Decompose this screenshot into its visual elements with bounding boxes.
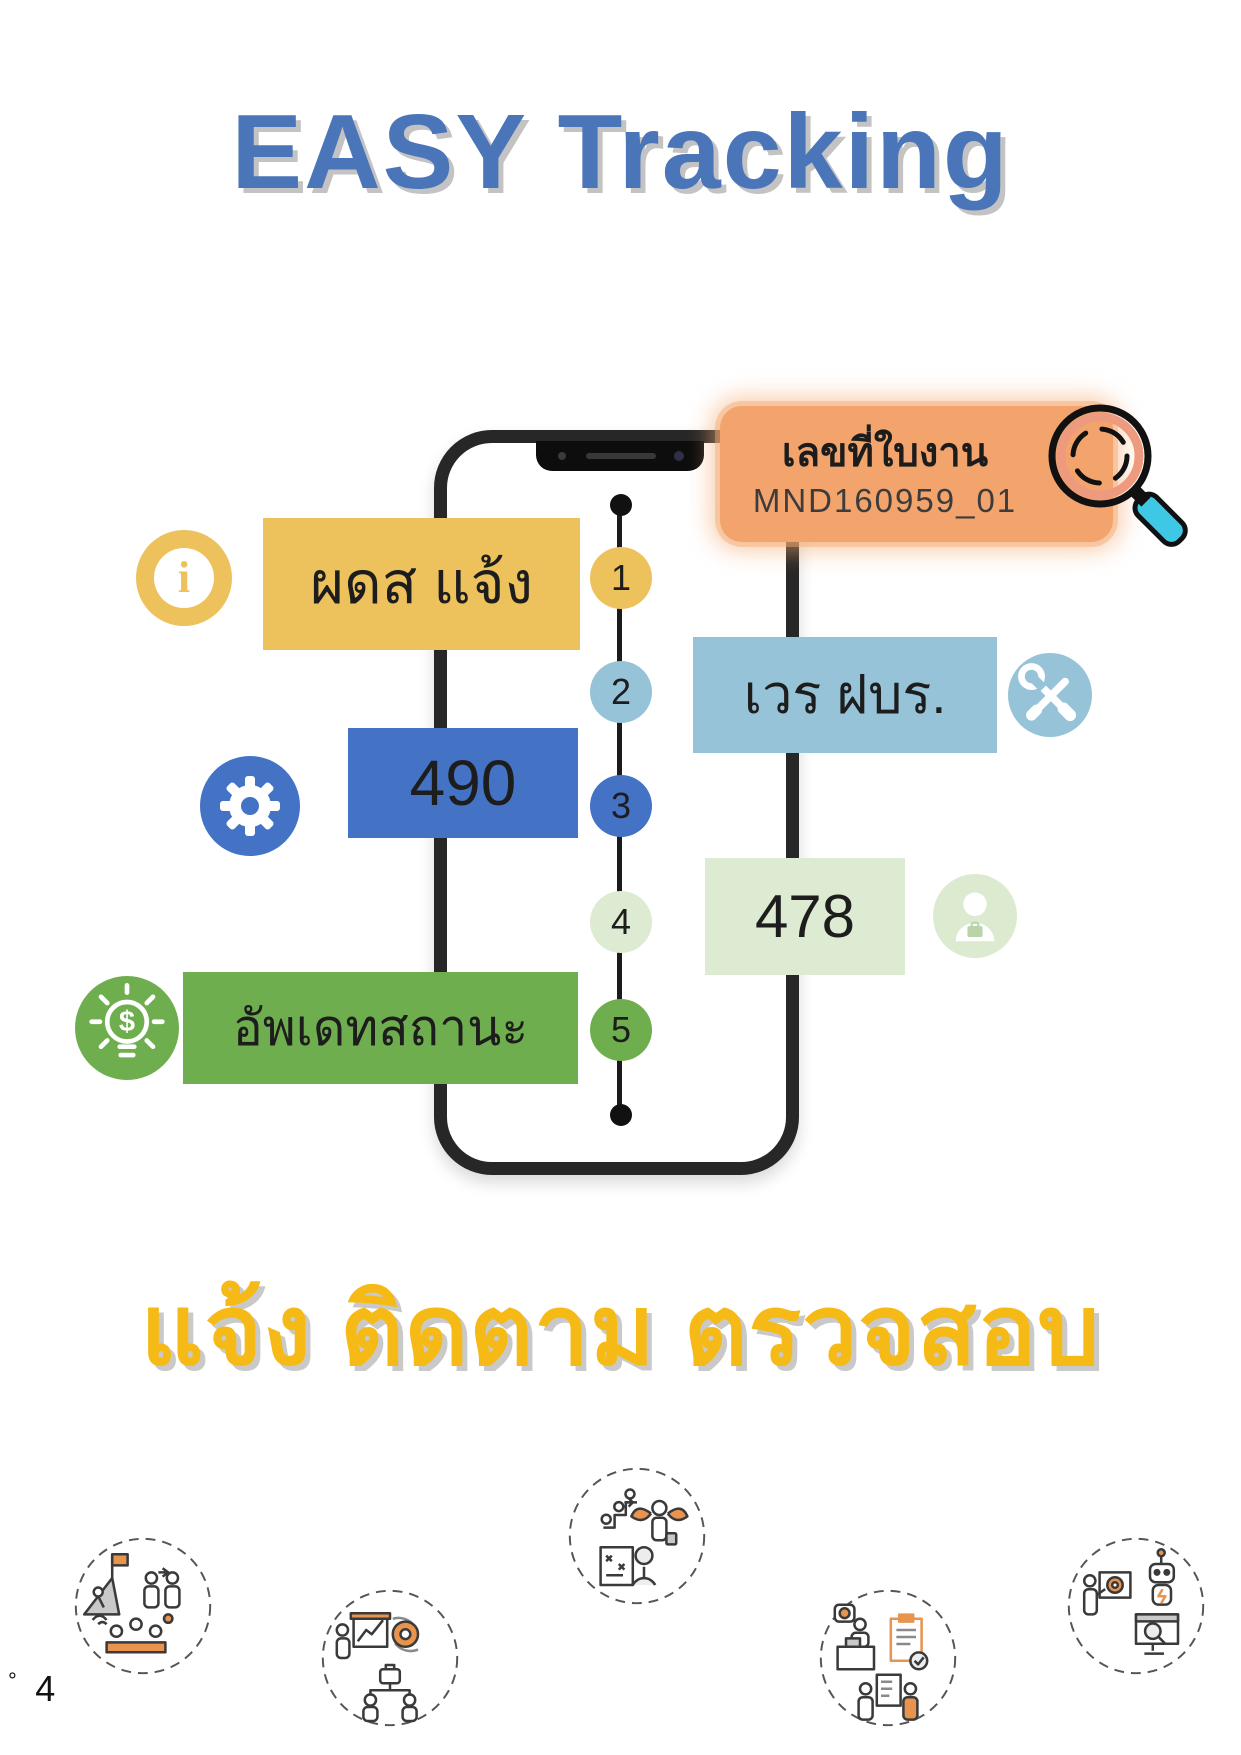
info-icon-glyph: i [177, 553, 191, 602]
automation-robot-icon [1067, 1537, 1205, 1675]
svg-text:$: $ [119, 1006, 135, 1038]
step-circle-1: 1 [590, 547, 652, 609]
job-number-value: MND160959_01 [752, 482, 1018, 519]
step-circle-3: 3 [590, 775, 652, 837]
step-circle-2: 2 [590, 661, 652, 723]
step-box-478: 478 [705, 858, 905, 975]
step-number-3: 3 [610, 785, 632, 826]
gear-icon [200, 756, 300, 856]
notch-sensor-dot [558, 452, 566, 460]
timeline-end-dot [610, 1104, 632, 1126]
magnifier-icon [1048, 404, 1188, 547]
person-icon [933, 874, 1017, 958]
step-box-report: ผดส แจ้ง [263, 518, 580, 650]
step-label-1: ผดส แจ้ง [310, 551, 533, 616]
page-number: 4 [35, 1668, 56, 1709]
job-number-label: เลขที่ใบงาน [781, 431, 989, 475]
notch-speaker [586, 453, 656, 459]
footer-bullet: ° [8, 1668, 17, 1693]
teamwork-goal-icon [74, 1537, 212, 1675]
info-icon: i [136, 530, 232, 626]
task-review-icon [819, 1589, 957, 1727]
step-label-2: เวร ฝบร. [743, 665, 947, 725]
timeline-start-dot [610, 494, 632, 516]
presentation-process-icon [321, 1589, 459, 1727]
step-label-5: อัพเดทสถานะ [232, 1000, 529, 1056]
notch-camera-dot [674, 451, 684, 461]
job-number-callout: เลขที่ใบงาน MND160959_01 [720, 406, 1113, 542]
smartphone-notch [536, 441, 704, 471]
info-icon-inner: i [154, 548, 214, 608]
step-label-4: 478 [754, 882, 856, 950]
step-number-2: 2 [610, 671, 632, 712]
page-footer: ° 4 [8, 1668, 55, 1710]
step-label-3: 490 [409, 747, 517, 819]
step-box-update-status: อัพเดทสถานะ [183, 972, 578, 1084]
career-growth-icon [568, 1467, 706, 1605]
step-number-1: 1 [610, 557, 632, 598]
step-circle-4: 4 [590, 891, 652, 953]
step-number-4: 4 [610, 901, 632, 942]
idea-icon: $ [75, 976, 179, 1080]
step-box-duty: เวร ฝบร. [693, 637, 997, 753]
step-number-5: 5 [610, 1009, 632, 1050]
page-title: EASY Tracking [231, 93, 1010, 211]
tagline: แจ้ง ติดตาม ตรวจสอบ [140, 1275, 1101, 1385]
step-circle-5: 5 [590, 999, 652, 1061]
tools-icon [1008, 653, 1092, 737]
step-box-490: 490 [348, 728, 578, 838]
